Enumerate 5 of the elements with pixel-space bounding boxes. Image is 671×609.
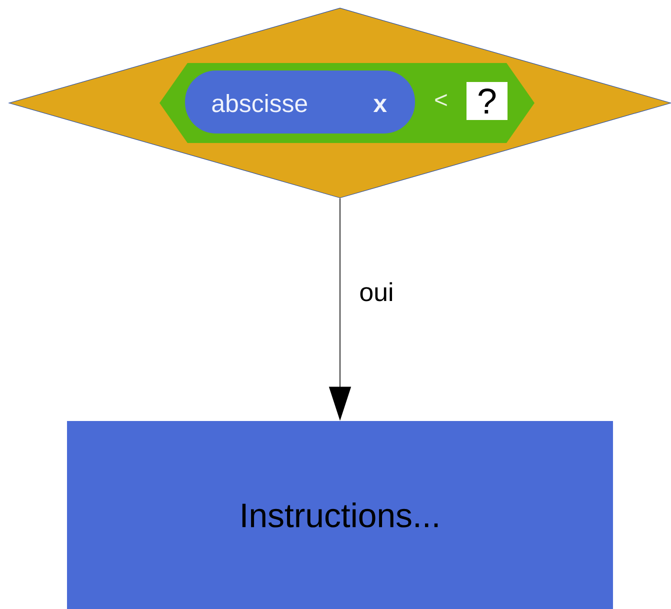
operator-label: < xyxy=(435,94,447,106)
edge-label: oui xyxy=(358,281,395,302)
input-slot: ? xyxy=(466,82,508,120)
reporter-block: abscisse x xyxy=(185,70,415,134)
process-box: Instructions... xyxy=(67,421,613,609)
